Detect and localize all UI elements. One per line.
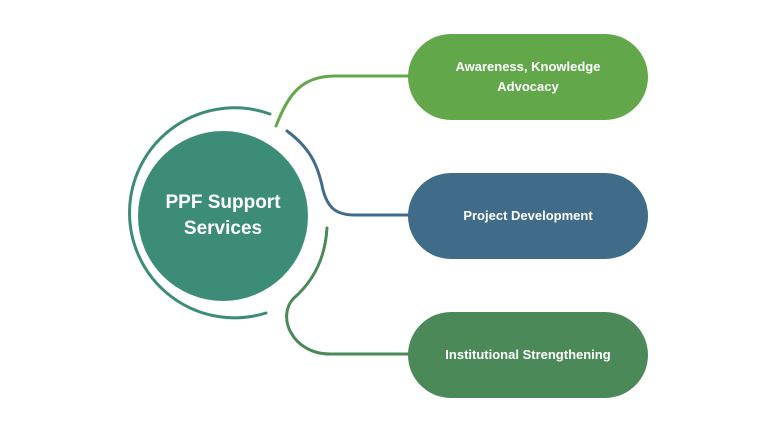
node-label: Awareness, Knowledge Advocacy <box>455 59 601 94</box>
node-project-development: Project Development <box>408 173 648 259</box>
hub-ring-arc-left <box>128 106 272 320</box>
node-label: Institutional Strengthening <box>445 347 611 362</box>
node-awareness-knowledge-advocacy: Awareness, Knowledge Advocacy <box>408 34 648 120</box>
hub-label: PPF Support Services <box>165 192 281 239</box>
node-label: Project Development <box>463 208 593 223</box>
connector-institutional <box>285 226 412 356</box>
connector-awareness <box>274 74 412 128</box>
node-institutional-strengthening: Institutional Strengthening <box>408 312 648 398</box>
hub-circle: PPF Support Services <box>138 131 308 301</box>
connector-project-development <box>285 129 412 217</box>
